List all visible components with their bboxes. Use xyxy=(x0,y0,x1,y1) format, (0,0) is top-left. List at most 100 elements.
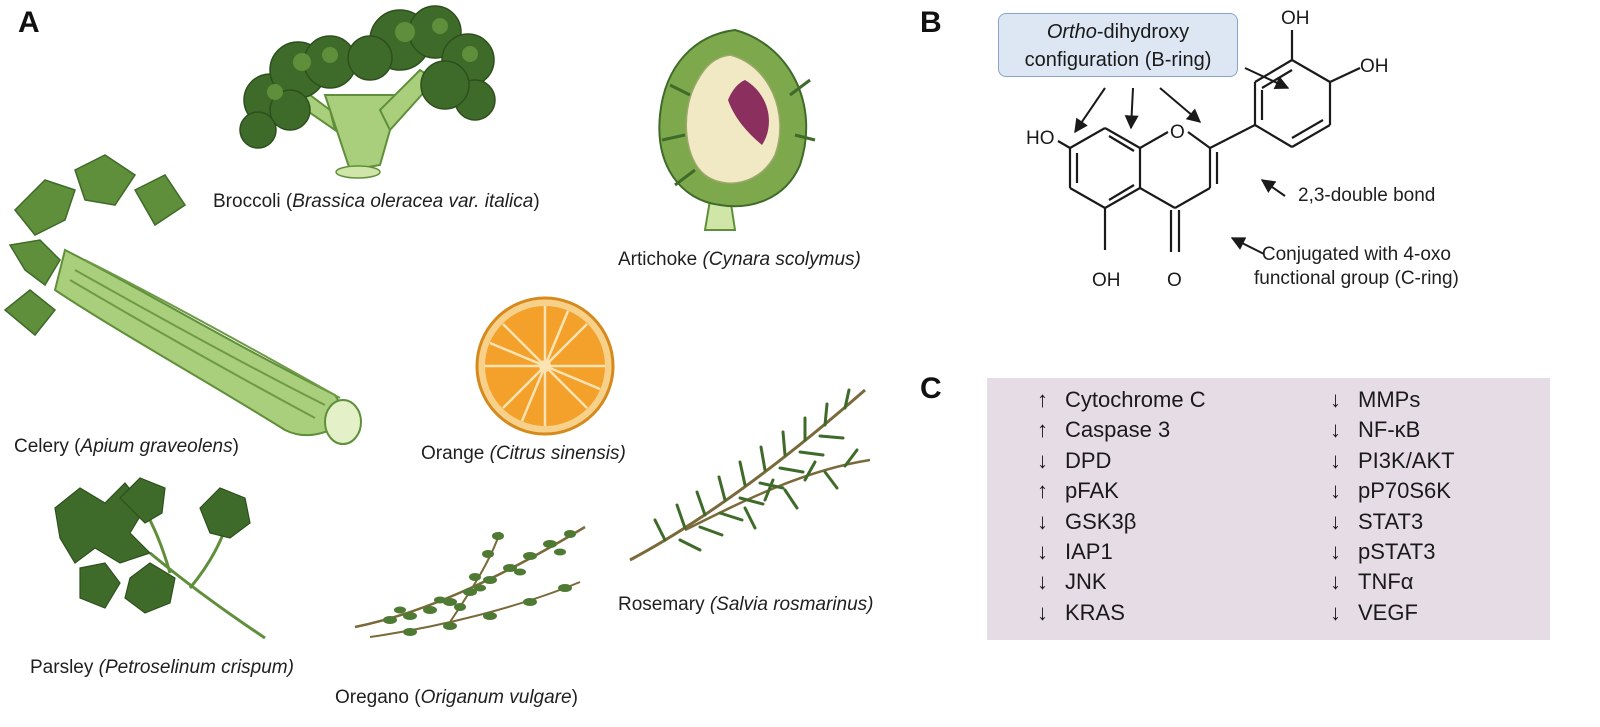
common-name: Broccoli xyxy=(213,191,281,212)
target-item: ↑ Caspase 3 xyxy=(1037,415,1206,445)
regulation-arrow: ↓ xyxy=(1330,599,1341,625)
common-name: Oregano xyxy=(335,687,409,708)
target-name: STAT3 xyxy=(1358,508,1424,534)
caption-rosemary: Rosemary (Salvia rosmarinus) xyxy=(618,594,874,616)
target-item: ↓ NF-κB xyxy=(1330,415,1455,445)
common-name: Celery xyxy=(14,436,69,457)
target-name: Caspase 3 xyxy=(1065,417,1171,443)
target-item: ↓ DPD xyxy=(1037,446,1206,476)
oregano-illustration xyxy=(354,525,586,638)
target-item: ↑ Cytochrome C xyxy=(1037,385,1206,415)
latin-name: (Cynara scolymus) xyxy=(702,249,861,270)
artichoke-illustration xyxy=(658,28,816,231)
target-item: ↑pFAK xyxy=(1037,476,1206,506)
orange-slice-illustration xyxy=(475,296,615,436)
caption-oregano: Oregano (Origanum vulgare) xyxy=(335,687,578,709)
molecule-bonds xyxy=(1057,30,1361,252)
latin-name: (Salvia rosmarinus) xyxy=(709,594,874,615)
latin-name: Origanum vulgare xyxy=(420,687,572,708)
target-item: ↓ TNFα xyxy=(1330,567,1455,597)
latin-name: (Petroselinum crispum) xyxy=(98,657,294,678)
atom-ho-left: HO xyxy=(1026,128,1055,149)
regulation-arrow: ↑ xyxy=(1037,478,1048,504)
atom-ring-oxygen: O xyxy=(1170,122,1185,143)
caption-celery: Celery (Apium graveolens) xyxy=(14,436,239,458)
conjugated-annotation: Conjugated with 4-oxo functional group (… xyxy=(1254,243,1459,291)
paren-close: ) xyxy=(232,436,239,457)
regulation-arrow: ↑ xyxy=(1037,387,1048,412)
regulation-arrow: ↑ xyxy=(1037,417,1048,443)
target-name: MMPs xyxy=(1358,387,1421,412)
target-name: pP70S6K xyxy=(1358,478,1451,504)
panel-label-c: C xyxy=(920,372,942,405)
conjugated-line1: Conjugated with 4-oxo xyxy=(1261,244,1451,265)
rosemary-illustration xyxy=(629,388,871,562)
broccoli-illustration xyxy=(239,5,496,179)
common-name: Rosemary xyxy=(618,594,705,615)
target-name: TNFα xyxy=(1358,569,1414,595)
target-item: ↓IAP1 xyxy=(1037,537,1206,567)
latin-name: Brassica oleracea var. italica xyxy=(292,191,534,212)
ortho-dihydroxy-callout: Ortho-dihydroxy configuration (B-ring) xyxy=(998,13,1238,77)
conjugated-line2: functional group (C-ring) xyxy=(1254,268,1459,289)
target-item: ↓ pSTAT3 xyxy=(1330,537,1455,567)
target-item: ↓ pP70S6K xyxy=(1330,476,1455,506)
regulation-arrow: ↓ xyxy=(1330,417,1341,443)
panel-label-b: B xyxy=(920,6,942,39)
target-name: JNK xyxy=(1065,569,1107,595)
caption-orange: Orange (Citrus sinensis) xyxy=(421,443,626,465)
paren-close: ) xyxy=(533,191,540,212)
target-item: ↓ MMPs xyxy=(1330,385,1455,415)
regulation-arrow: ↓ xyxy=(1330,387,1341,412)
atom-oh-bottom: OH xyxy=(1092,270,1121,291)
targets-right-column: ↓ MMPs ↓ NF-κB ↓ PI3K/AKT ↓ pP70S6K ↓ STAT3 ↓… xyxy=(1330,385,1455,628)
callout-rest: -dihydroxy xyxy=(1096,21,1190,43)
regulation-arrow: ↓ xyxy=(1037,538,1048,564)
regulation-arrow: ↓ xyxy=(1330,447,1341,473)
target-name: pSTAT3 xyxy=(1358,538,1436,564)
caption-broccoli: Broccoli (Brassica oleracea var. italica… xyxy=(213,191,540,213)
panel-label-a: A xyxy=(18,6,40,39)
paren-close: ) xyxy=(571,687,578,708)
regulation-arrow: ↓ xyxy=(1037,447,1048,473)
regulation-arrow: ↓ xyxy=(1330,478,1341,504)
regulation-arrow: ↓ xyxy=(1330,538,1341,564)
target-name: PI3K/AKT xyxy=(1358,447,1455,473)
celery-illustration xyxy=(3,154,362,445)
target-item: ↓ PI3K/AKT xyxy=(1330,446,1455,476)
target-name: Cytochrome C xyxy=(1065,387,1206,412)
target-name: NF-κB xyxy=(1358,417,1421,443)
atom-oh-right: OH xyxy=(1360,56,1389,77)
regulation-arrow: ↓ xyxy=(1330,569,1341,595)
paren-open: ( xyxy=(68,436,81,457)
regulation-arrow: ↓ xyxy=(1037,599,1048,625)
target-item: ↓ GSK3β xyxy=(1037,507,1206,537)
regulation-arrow: ↓ xyxy=(1037,569,1048,595)
target-item: ↓ STAT3 xyxy=(1330,507,1455,537)
paren-open: ( xyxy=(280,191,293,212)
target-name: VEGF xyxy=(1358,599,1418,625)
parsley-illustration xyxy=(54,477,266,640)
callout-line1: Ortho-dihydroxy xyxy=(999,18,1237,46)
flavone-structure-diagram: HO OH O O OH OH xyxy=(1026,8,1389,291)
paren-open: ( xyxy=(408,687,421,708)
molecular-targets-box xyxy=(987,378,1550,640)
targets-left-column: ↑ Cytochrome C ↑ Caspase 3 ↓ DPD ↑pFAK ↓ GSK… xyxy=(1037,385,1206,628)
caption-artichoke: Artichoke (Cynara scolymus) xyxy=(618,249,861,271)
common-name: Parsley xyxy=(30,657,94,678)
double-bond-annotation: 2,3-double bond xyxy=(1298,185,1436,206)
common-name: Artichoke xyxy=(618,249,698,270)
caption-parsley: Parsley (Petroselinum crispum) xyxy=(30,657,294,679)
target-item: ↓ VEGF xyxy=(1330,598,1455,628)
atom-keto-oxygen: O xyxy=(1167,270,1182,291)
target-item: ↓ KRAS xyxy=(1037,598,1206,628)
latin-name: Apium graveolens xyxy=(80,436,233,457)
regulation-arrow: ↓ xyxy=(1330,508,1341,534)
target-item: ↓ JNK xyxy=(1037,567,1206,597)
target-name: GSK3β xyxy=(1065,508,1137,534)
regulation-arrow: ↓ xyxy=(1037,508,1048,534)
target-name: KRAS xyxy=(1065,599,1125,625)
annotation-arrows xyxy=(1074,67,1290,255)
target-name: DPD xyxy=(1065,447,1112,473)
atom-oh-top: OH xyxy=(1281,8,1310,29)
